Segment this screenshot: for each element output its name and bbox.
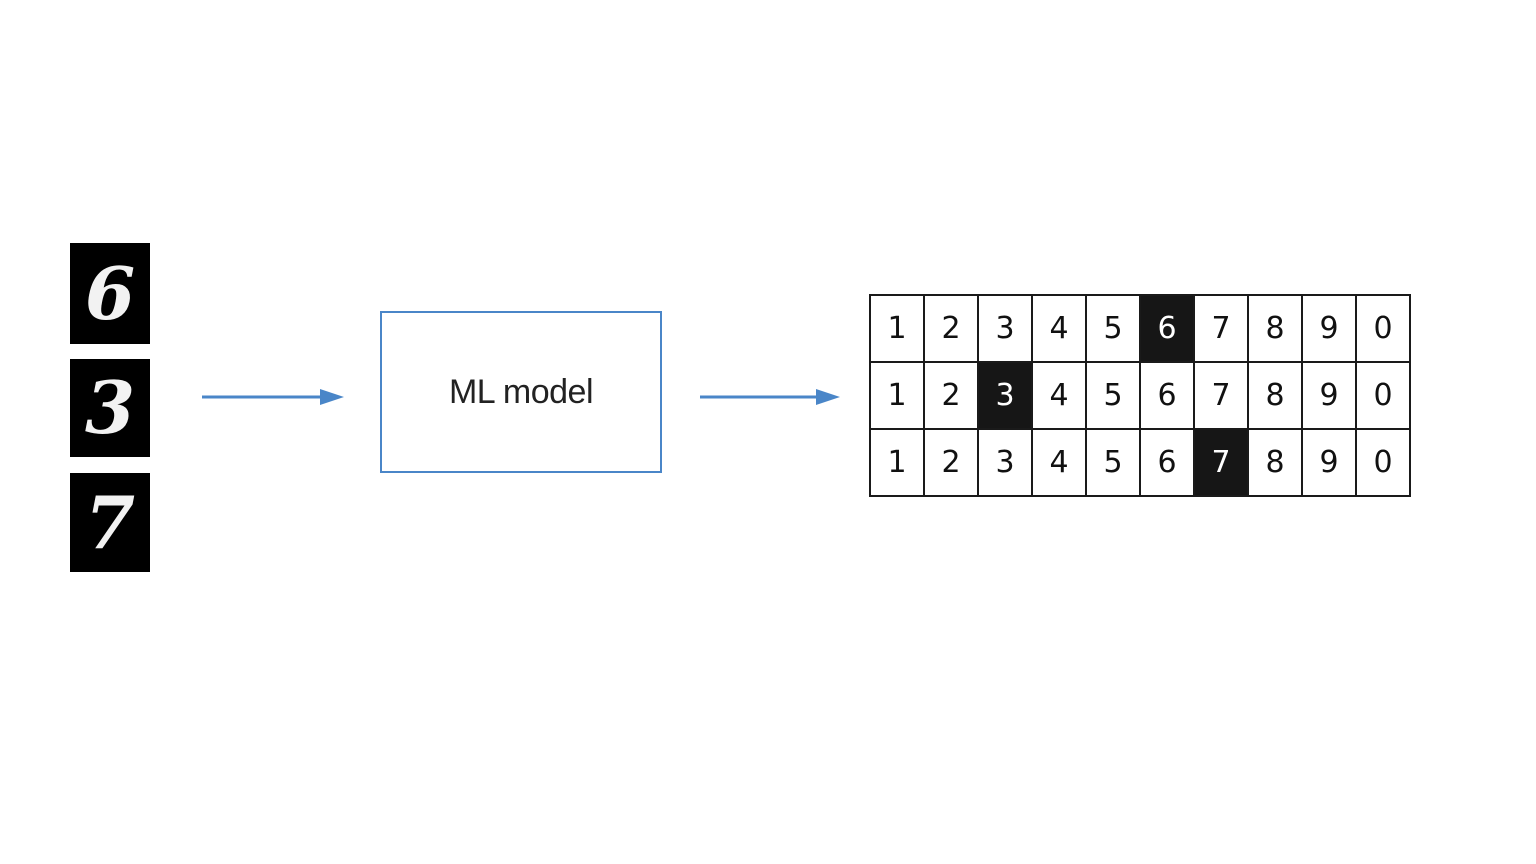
one-hot-cell: 2 (923, 361, 979, 430)
one-hot-cell: 1 (869, 361, 925, 430)
one-hot-cell: 4 (1031, 294, 1087, 363)
input-digit-image: 7 (70, 473, 150, 572)
one-hot-cell: 6 (1139, 361, 1195, 430)
one-hot-cell-active: 3 (977, 361, 1033, 430)
one-hot-cell: 9 (1301, 361, 1357, 430)
one-hot-cell-active: 7 (1193, 428, 1249, 497)
one-hot-cell: 1 (869, 294, 925, 363)
one-hot-cell: 7 (1193, 294, 1249, 363)
input-to-model-arrow (202, 389, 344, 405)
one-hot-cell: 1 (869, 428, 925, 497)
one-hot-cell: 8 (1247, 361, 1303, 430)
model-to-output-arrow (700, 389, 840, 405)
one-hot-cell: 0 (1355, 361, 1411, 430)
input-digit-glyph: 6 (84, 250, 136, 336)
input-digit-image: 6 (70, 243, 150, 344)
one-hot-cell: 4 (1031, 361, 1087, 430)
one-hot-cell: 4 (1031, 428, 1087, 497)
one-hot-cell: 9 (1301, 294, 1357, 363)
one-hot-cell: 8 (1247, 294, 1303, 363)
one-hot-cell-active: 6 (1139, 294, 1195, 363)
one-hot-cell: 3 (977, 428, 1033, 497)
one-hot-cell: 9 (1301, 428, 1357, 497)
one-hot-cell: 3 (977, 294, 1033, 363)
one-hot-cell: 5 (1085, 361, 1141, 430)
one-hot-cell: 2 (923, 428, 979, 497)
one-hot-cell: 6 (1139, 428, 1195, 497)
one-hot-cell: 5 (1085, 294, 1141, 363)
one-hot-cell: 7 (1193, 361, 1249, 430)
one-hot-cell: 5 (1085, 428, 1141, 497)
input-digit-glyph: 7 (84, 479, 136, 565)
input-digit-glyph: 3 (84, 365, 136, 450)
one-hot-cell: 0 (1355, 428, 1411, 497)
one-hot-cell: 2 (923, 294, 979, 363)
one-hot-cell: 0 (1355, 294, 1411, 363)
input-digit-image: 3 (70, 359, 150, 457)
ml-model-label: ML model (448, 372, 594, 411)
ml-model-box: ML model (380, 311, 662, 473)
one-hot-cell: 8 (1247, 428, 1303, 497)
